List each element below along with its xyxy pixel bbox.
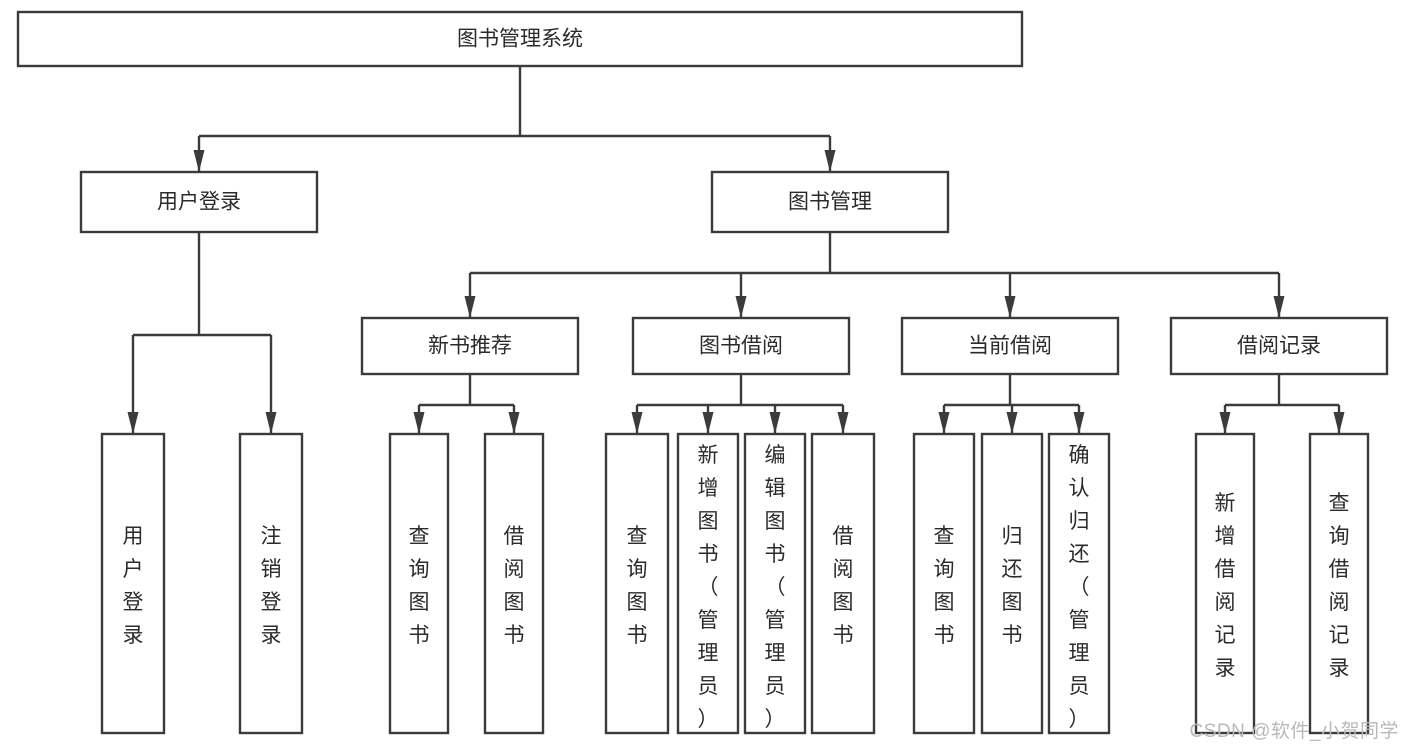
node-root[interactable]: 图书管理系统	[16, 10, 1024, 68]
node-cb-return-book[interactable]: 归还图书	[980, 432, 1044, 735]
node-br-add-record[interactable]: 新增借阅记录	[1194, 432, 1256, 735]
arrow-head-icon	[824, 150, 836, 172]
arrow-head-icon	[1273, 296, 1285, 318]
arrow-head-icon	[837, 412, 849, 434]
arrow-head-icon	[464, 296, 476, 318]
arrow-head-icon	[1073, 412, 1085, 434]
arrow-head-icon	[769, 412, 781, 434]
node-user-logout[interactable]: 注销登录	[238, 432, 304, 735]
node-bb-borrow-book[interactable]: 借阅图书	[810, 432, 876, 735]
node-box	[483, 432, 545, 735]
node-label: 注销登录	[261, 525, 282, 647]
node-borrow-record[interactable]: 借阅记录	[1169, 316, 1389, 376]
arrow-head-icon	[702, 412, 714, 434]
node-box	[1194, 432, 1256, 735]
node-box	[676, 432, 740, 735]
node-label: 查询图书	[409, 525, 430, 647]
node-box	[1169, 316, 1389, 376]
arrow-head-icon	[735, 296, 747, 318]
arrow-head-icon	[1219, 412, 1231, 434]
node-label: 用户登录	[123, 525, 144, 647]
arrow-head-icon	[413, 412, 425, 434]
node-label: 确认归还（管理员）	[1069, 444, 1090, 731]
node-new-book-recommend[interactable]: 新书推荐	[360, 316, 580, 376]
arrow-head-icon	[1004, 296, 1016, 318]
node-label: 新书推荐	[428, 335, 512, 358]
node-label: 新增借阅记录	[1215, 492, 1236, 680]
node-box	[631, 316, 851, 376]
node-bb-edit-book[interactable]: 编辑图书（管理员）	[743, 432, 807, 735]
node-box	[900, 316, 1120, 376]
arrow-head-icon	[508, 412, 520, 434]
node-box	[980, 432, 1044, 735]
node-br-query-record[interactable]: 查询借阅记录	[1308, 432, 1370, 735]
node-user-login[interactable]: 用户登录	[79, 170, 319, 234]
node-label: 借阅图书	[504, 525, 525, 647]
node-cb-query-book[interactable]: 查询图书	[912, 432, 976, 735]
node-label: 查询借阅记录	[1329, 492, 1350, 680]
node-bb-query-book[interactable]: 查询图书	[604, 432, 670, 735]
node-bb-add-book[interactable]: 新增图书（管理员）	[676, 432, 740, 735]
csdn-watermark: CSDN @软件_小贺同学	[1189, 721, 1399, 742]
arrow-head-icon	[265, 412, 277, 434]
node-box	[743, 432, 807, 735]
node-box	[912, 432, 976, 735]
arrow-head-icon	[193, 150, 205, 172]
node-box	[604, 432, 670, 735]
node-box	[79, 170, 319, 234]
node-label: 用户登录	[157, 191, 241, 214]
node-book-borrow[interactable]: 图书借阅	[631, 316, 851, 376]
node-nbr-query-book[interactable]: 查询图书	[388, 432, 450, 735]
node-label: 查询图书	[627, 525, 648, 647]
node-label: 编辑图书（管理员）	[765, 444, 786, 731]
node-box	[16, 10, 1024, 68]
node-label: 图书借阅	[699, 335, 783, 358]
connector-layer	[127, 66, 1345, 434]
node-nbr-borrow-book[interactable]: 借阅图书	[483, 432, 545, 735]
node-box	[100, 432, 166, 735]
node-box	[1047, 432, 1111, 735]
node-label: 新增图书（管理员）	[698, 444, 719, 731]
arrow-head-icon	[631, 412, 643, 434]
node-label: 借阅记录	[1237, 335, 1321, 358]
node-label: 当前借阅	[968, 335, 1052, 358]
node-cb-confirm-return[interactable]: 确认归还（管理员）	[1047, 432, 1111, 735]
node-label: 查询图书	[934, 525, 955, 647]
node-box	[238, 432, 304, 735]
arrow-head-icon	[1333, 412, 1345, 434]
arrow-head-icon	[938, 412, 950, 434]
node-label: 图书管理	[788, 191, 872, 214]
node-box	[360, 316, 580, 376]
node-label: 借阅图书	[833, 525, 854, 647]
node-user-login-do[interactable]: 用户登录	[100, 432, 166, 735]
node-book-manage[interactable]: 图书管理	[710, 170, 950, 234]
node-current-borrow[interactable]: 当前借阅	[900, 316, 1120, 376]
node-box	[810, 432, 876, 735]
node-box	[1308, 432, 1370, 735]
arrow-head-icon	[1006, 412, 1018, 434]
node-box	[710, 170, 950, 234]
node-box	[388, 432, 450, 735]
node-layer: 图书管理系统用户登录用户登录注销登录图书管理新书推荐查询图书借阅图书图书借阅查询…	[16, 10, 1389, 735]
arrow-head-icon	[127, 412, 139, 434]
node-label: 归还图书	[1002, 525, 1023, 647]
node-label: 图书管理系统	[457, 28, 583, 51]
